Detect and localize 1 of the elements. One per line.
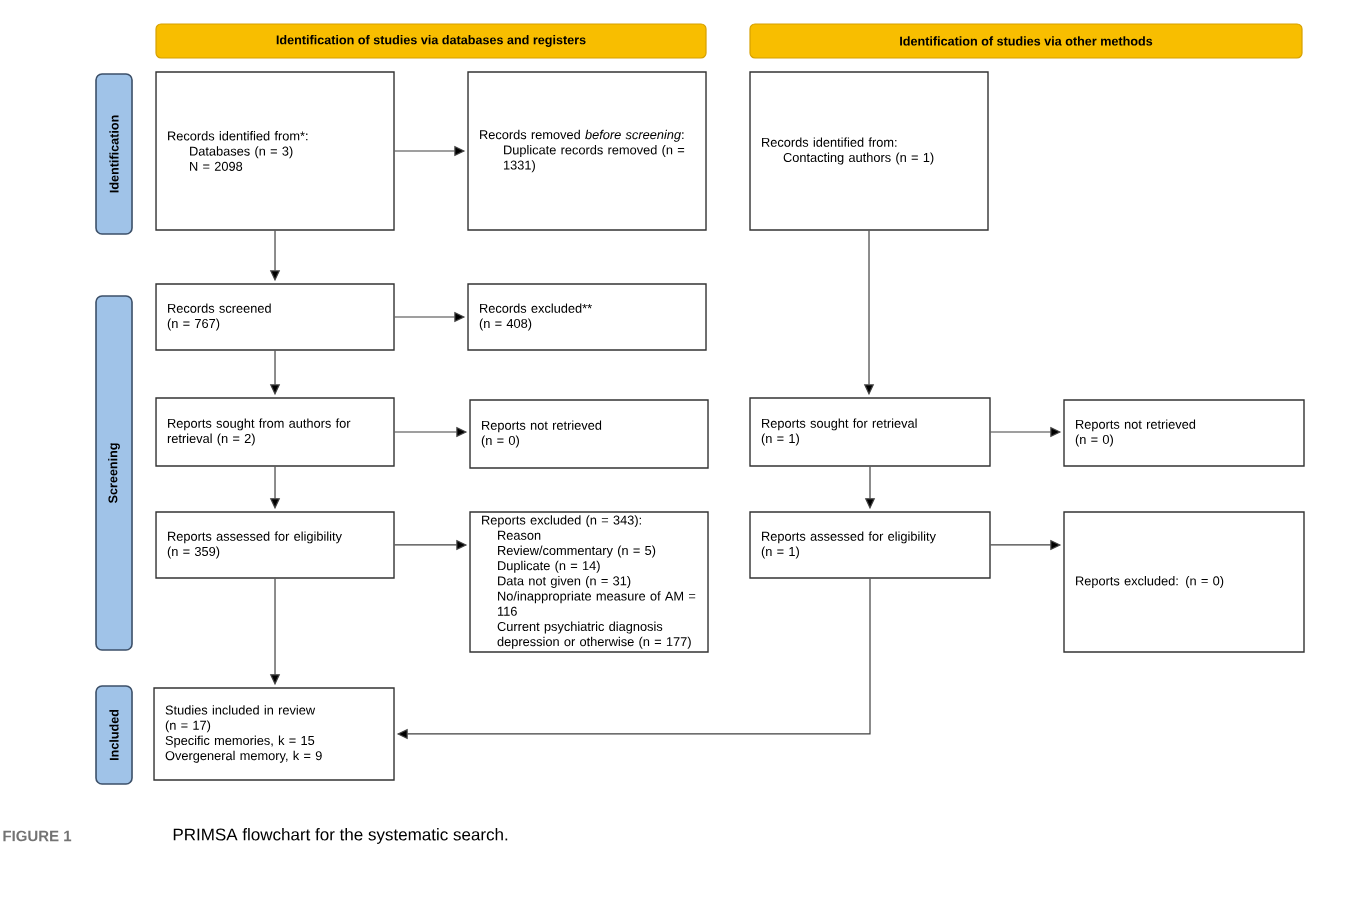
caption: PRIMSA flowchart for the systematic search.	[173, 828, 508, 844]
